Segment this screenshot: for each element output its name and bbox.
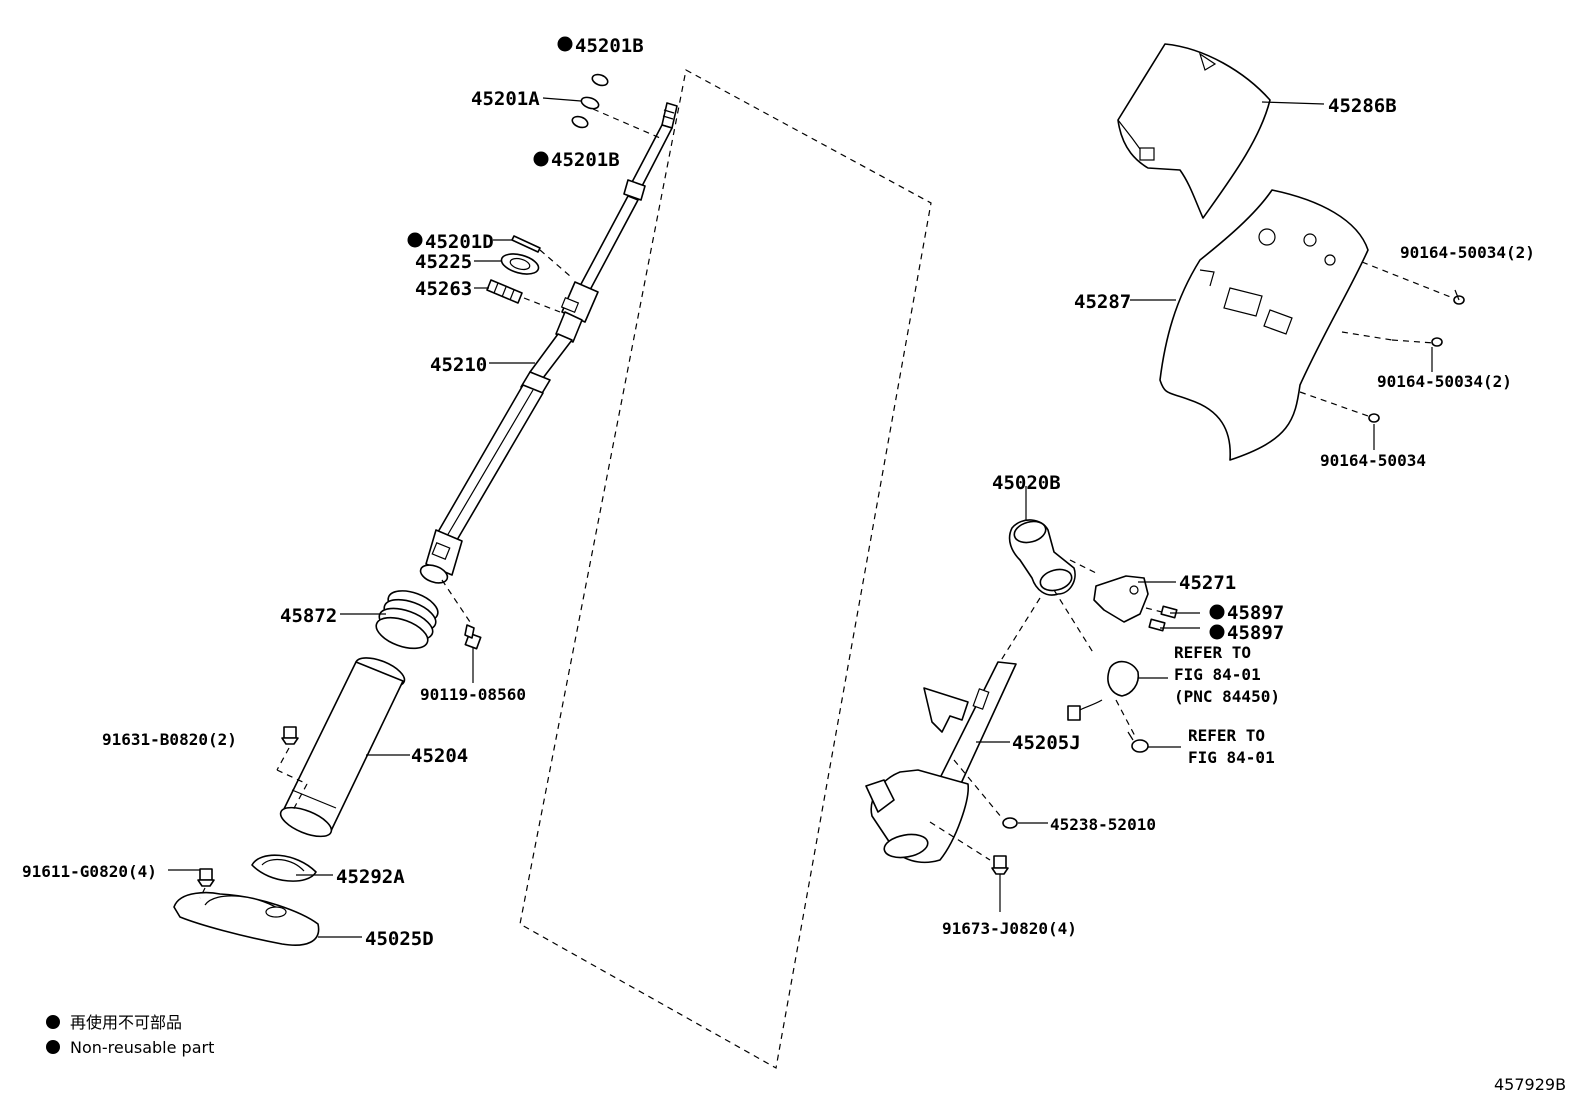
nonreusable-dot-45201B-mid — [533, 151, 549, 167]
screw-90164-b — [1431, 337, 1443, 347]
label-45872: 45872 — [280, 605, 337, 627]
label-45204: 45204 — [411, 745, 468, 767]
bolt-45897-b — [1148, 618, 1166, 632]
label-90119-08560: 90119-08560 — [420, 685, 526, 704]
nonreusable-dot-45201B-top — [557, 36, 573, 52]
bolt-91673-J0820 — [991, 855, 1009, 875]
label-refer-2-line1: REFER TO — [1188, 726, 1265, 745]
bolt-91631-B0820 — [281, 726, 299, 745]
assembly-boundary-dashed — [519, 69, 932, 1069]
snap-ring-45201D — [511, 235, 541, 253]
steering-shaft-assembly — [419, 102, 678, 584]
bearing-45225 — [500, 253, 540, 275]
label-refer-1-line3: (PNC 84450) — [1174, 687, 1280, 706]
label-90164-50034-b: 90164-50034(2) — [1377, 372, 1512, 391]
bolt-90119-08560 — [464, 624, 482, 650]
legend-dot-en — [46, 1040, 60, 1054]
figure-id: 457929B — [1494, 1075, 1566, 1094]
label-90164-50034-a: 90164-50034(2) — [1400, 243, 1535, 262]
label-91631-B0820: 91631-B0820(2) — [102, 730, 237, 749]
gasket-45292A — [251, 854, 317, 882]
hole-cover-45025D — [173, 891, 320, 946]
label-45201B-mid: 45201B — [551, 149, 620, 171]
boot-45872 — [375, 590, 439, 650]
label-45025D: 45025D — [365, 928, 434, 950]
label-45201B-top: 45201B — [575, 35, 644, 57]
upper-cover-45286B — [1117, 43, 1271, 219]
bolt-45238-52010 — [1002, 817, 1018, 829]
nonreusable-dot-45897-b — [1209, 624, 1225, 640]
nonreusable-dot-45201D — [407, 232, 423, 248]
label-91673-J0820: 91673-J0820(4) — [942, 919, 1077, 938]
lock-housing-45020B — [1008, 519, 1076, 596]
bracket-45271 — [1093, 575, 1149, 623]
label-45210: 45210 — [430, 354, 487, 376]
label-45205J: 45205J — [1012, 732, 1081, 754]
washer-45201A — [580, 96, 600, 110]
lower-cover-45287 — [1159, 189, 1369, 461]
label-45897-a: 45897 — [1227, 602, 1284, 624]
label-refer-2-line2: FIG 84-01 — [1188, 748, 1275, 767]
snap-ring-45201B-top — [591, 73, 609, 87]
label-refer-1-line2: FIG 84-01 — [1174, 665, 1261, 684]
screw-refer-fig — [1127, 731, 1149, 753]
label-refer-1-line1: REFER TO — [1174, 643, 1251, 662]
ignition-switch-part — [1067, 660, 1140, 721]
label-45263: 45263 — [415, 278, 472, 300]
column-cover-45204 — [279, 657, 406, 838]
label-45287: 45287 — [1074, 291, 1131, 313]
column-tube-45205J — [865, 661, 1017, 864]
label-91611-G0820: 91611-G0820(4) — [22, 862, 157, 881]
label-45271: 45271 — [1179, 572, 1236, 594]
bolt-45897-a — [1160, 605, 1178, 619]
label-45201A: 45201A — [471, 88, 540, 110]
leader-lines — [168, 97, 1433, 938]
nonreusable-dot-45897-a — [1209, 604, 1225, 620]
screw-90164-a — [1453, 289, 1465, 305]
bolt-91611-G0820 — [197, 868, 215, 887]
label-45020B: 45020B — [992, 472, 1061, 494]
screw-90164-c — [1368, 413, 1380, 423]
label-45292A: 45292A — [336, 866, 405, 888]
label-45225: 45225 — [415, 251, 472, 273]
bushing-45263 — [486, 279, 523, 304]
label-45201D: 45201D — [425, 231, 494, 253]
dashed-assembly-lines — [199, 108, 1454, 899]
label-90164-50034-c: 90164-50034 — [1320, 451, 1426, 470]
label-45238-52010: 45238-52010 — [1050, 815, 1156, 834]
snap-ring-45201B-mid — [571, 115, 589, 129]
legend-dot-jp — [46, 1015, 60, 1029]
legend-text-jp: 再使用不可部品 — [70, 1013, 182, 1032]
label-45286B: 45286B — [1328, 95, 1397, 117]
label-45897-b: 45897 — [1227, 622, 1284, 644]
legend-text-en: Non-reusable part — [70, 1038, 214, 1057]
